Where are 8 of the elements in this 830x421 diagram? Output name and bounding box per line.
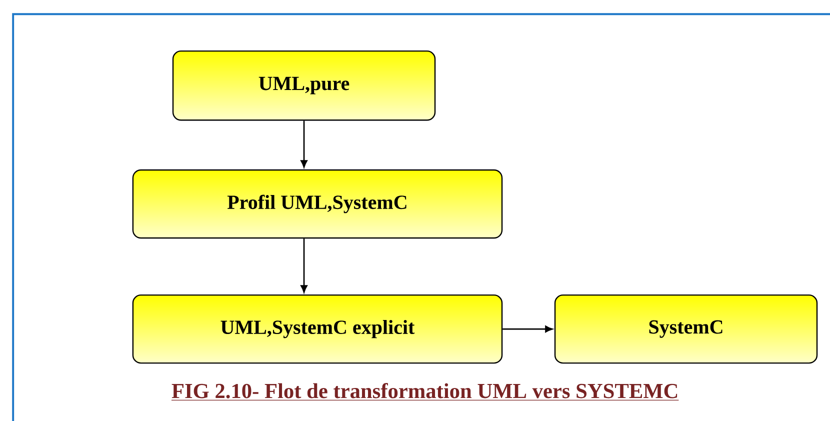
process-box: UML,SystemC explicit [132, 294, 503, 364]
process-box: UML,pure [172, 50, 436, 121]
arrow [300, 238, 308, 293]
arrow [300, 120, 308, 168]
process-box: Profil UML,SystemC [132, 169, 503, 239]
caption: FIG 2.10- Flot de transformation UML vers SYSTEMC [171, 382, 679, 400]
process-box: SystemC [554, 294, 818, 364]
arrow [502, 326, 553, 332]
